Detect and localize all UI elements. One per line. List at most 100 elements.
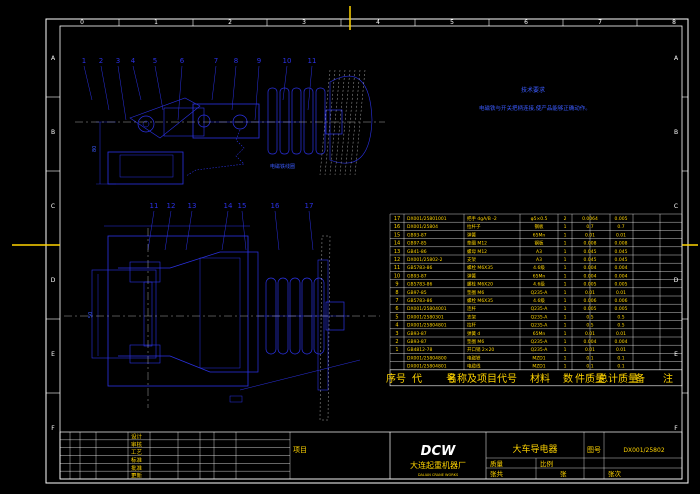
bom-cell-w1: 0.1 — [586, 364, 593, 370]
row-label-F: F — [51, 425, 55, 432]
part-number-mid: 17 — [305, 202, 314, 210]
note-title: 技术要求 — [521, 86, 545, 94]
bom-cell-no: 2 — [395, 339, 398, 345]
row-label-right-B: B — [674, 129, 678, 136]
leader-line — [100, 65, 110, 111]
bom-cell-w2: 0.005 — [615, 282, 628, 288]
leader-line-mid — [274, 210, 280, 251]
leader-line — [117, 65, 127, 121]
part-number-mid: 12 — [167, 202, 176, 210]
pivot-1-inner — [142, 120, 150, 128]
bom-cell-material: 4.6级 — [533, 264, 545, 271]
bom-cell-qty: 1 — [564, 323, 567, 329]
pivot-1 — [137, 115, 155, 133]
row-label-A: A — [51, 55, 56, 62]
part-number-top: 6 — [180, 57, 185, 65]
bom-cell-w2: 0.1 — [617, 355, 624, 361]
bom-cell-code: GB93-87 — [407, 232, 427, 238]
bom-cell-code: DX001/25802-2 — [407, 257, 443, 263]
hatch-top — [329, 69, 341, 176]
page-label: 张次 — [608, 469, 622, 478]
part-number-top: 2 — [99, 57, 103, 65]
bom-cell-w1: 0.004 — [584, 265, 597, 271]
leader-line — [254, 65, 260, 121]
leader-line-mid — [185, 210, 193, 251]
bom-cell-material: 4.6级 — [533, 297, 545, 304]
bom-cell-qty: 1 — [564, 314, 567, 320]
bom-cell-w2: 0.01 — [616, 290, 626, 296]
bom-cell-no: 17 — [394, 216, 400, 222]
insulator-disc-top — [267, 87, 278, 155]
bom-cell-no: 7 — [395, 298, 398, 304]
col-label-4: 4 — [376, 19, 380, 26]
bom-cell-material: Q235-A — [531, 347, 549, 353]
insulator-disc-top — [291, 87, 302, 155]
bom-cell-w1: 0.045 — [584, 249, 597, 255]
hatch-top — [324, 69, 336, 176]
bom-cell-w2: 0.01 — [616, 232, 626, 238]
bom-cell-material: 65Mn — [533, 273, 546, 279]
leader-line — [132, 65, 142, 101]
hatch-top — [354, 69, 366, 176]
bom-cell-material: Q235-A — [531, 323, 549, 329]
bom-cell-no: 9 — [395, 282, 398, 288]
company-logo: DCW — [421, 444, 456, 459]
bom-header-cell: 名称及项目代号 — [447, 372, 517, 385]
bom-cell-code: GB93-87 — [407, 331, 427, 337]
bom-cell-w2: 0.006 — [615, 298, 628, 304]
bom-cell-w1: 0.01 — [585, 347, 595, 353]
bom-cell-w1: 0.01 — [585, 290, 595, 296]
bom-cell-w1: 0.7 — [586, 224, 593, 230]
bom-cell-w2: 0.045 — [615, 257, 628, 263]
bom-cell-code: GB4812-78 — [407, 347, 433, 353]
bom-cell-material: A3 — [536, 257, 542, 263]
bom-cell-material: 4.6级 — [533, 281, 545, 288]
bom-cell-material: Q235-A — [531, 306, 549, 312]
bom-cell-material: 65Mn — [533, 232, 546, 238]
solenoid-inner-top — [119, 154, 174, 178]
sheet-of: 张 — [560, 469, 567, 478]
bom-cell-qty: 1 — [564, 290, 567, 296]
bom-cell-no: 8 — [395, 290, 398, 296]
bom-cell-qty: 1 — [564, 224, 567, 230]
bom-cell-qty: 1 — [564, 298, 567, 304]
coil-bottom-front — [129, 344, 161, 364]
bom-cell-qty: 2 — [564, 216, 567, 222]
part-number-mid: 14 — [224, 202, 233, 210]
leader-line-mid — [308, 210, 314, 251]
bom-cell-name: 垫圈 M12 — [467, 240, 487, 247]
bom-cell-w1: 0.006 — [584, 298, 597, 304]
hatch-top — [319, 69, 331, 176]
solenoid-front — [91, 269, 157, 359]
bom-cell-w2: 0.005 — [615, 216, 628, 222]
part-number-top: 9 — [257, 57, 261, 65]
bom-cell-qty: 1 — [564, 347, 567, 353]
drawing-name: 大车导电器 — [512, 443, 557, 455]
part-number-mid: 11 — [150, 202, 159, 210]
insulator-disc-top — [315, 87, 326, 155]
row-label-right-C: C — [674, 203, 678, 210]
bom-cell-w2: 0.004 — [615, 273, 628, 279]
col-label-8: 8 — [672, 19, 676, 26]
bom-header-cell: 备 — [635, 372, 645, 385]
bom-cell-no: 10 — [394, 273, 400, 279]
company-name: 大连起重机器厂 — [410, 460, 466, 470]
title-left-label: 审核 — [131, 440, 143, 448]
row-label-right-F: F — [674, 425, 678, 432]
title-left-label: 批准 — [131, 464, 143, 472]
bom-cell-name: 支架 — [467, 313, 476, 320]
col-label-5: 5 — [450, 19, 454, 26]
bom-cell-no: 11 — [394, 265, 400, 271]
bom-cell-name: 弹簧 — [467, 272, 476, 279]
dim-50: 50 — [88, 312, 94, 318]
bom-cell-w2: 0.004 — [615, 265, 628, 271]
solenoid-box-top — [107, 151, 184, 185]
bom-cell-name: 螺栓 M6X35 — [467, 297, 493, 304]
bom-cell-name: 拉杆子 — [467, 223, 481, 230]
bom-header-cell: 总计质量 — [598, 372, 638, 385]
bom-cell-material: 钢板 — [535, 223, 544, 230]
bom-cell-qty: 1 — [564, 306, 567, 312]
bom-cell-no: 12 — [394, 257, 400, 263]
bom-cell-code: GB97-85 — [407, 241, 427, 247]
